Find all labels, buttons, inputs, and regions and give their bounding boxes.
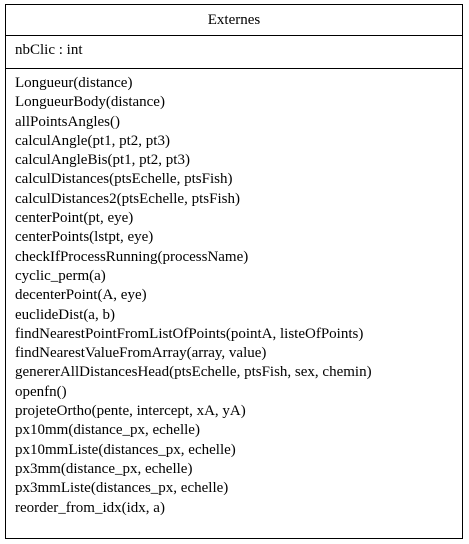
- method: cyclic_perm(a): [15, 267, 106, 284]
- method: decenterPoint(A, eye): [15, 287, 147, 304]
- method: findNearestValueFromArray(array, value): [15, 345, 267, 362]
- method: Longueur(distance): [15, 75, 133, 91]
- method: calculDistances2(ptsEchelle, ptsFish): [15, 190, 240, 207]
- method: findNearestPointFromListOfPoints(pointA,…: [15, 325, 364, 342]
- method: calculAngleBis(pt1, pt2, pt3): [15, 152, 190, 169]
- method: openfn(): [15, 383, 67, 400]
- method: checkIfProcessRunning(processName): [15, 248, 249, 265]
- attribute: nbClic : int: [15, 42, 83, 58]
- method: calculDistances(ptsEchelle, ptsFish): [15, 171, 233, 188]
- method: euclideDist(a, b): [15, 306, 115, 323]
- method: px10mm(distance_px, echelle): [15, 422, 200, 439]
- method: allPointsAngles(): [15, 113, 120, 130]
- method: projeteOrtho(pente, intercept, xA, yA): [15, 403, 246, 420]
- attributes-compartment: nbClic : int: [6, 36, 462, 69]
- method: px10mmListe(distances_px, echelle): [15, 441, 236, 458]
- method: genererAllDistancesHead(ptsEchelle, ptsF…: [15, 364, 372, 381]
- method: calculAngle(pt1, pt2, pt3): [15, 132, 170, 149]
- method: centerPoint(pt, eye): [15, 210, 134, 227]
- method: reorder_from_idx(idx, a): [15, 499, 165, 516]
- methods-compartment: Longueur(distance) LongueurBody(distance…: [6, 69, 462, 518]
- method: px3mmListe(distances_px, echelle): [15, 480, 229, 497]
- method: LongueurBody(distance): [15, 94, 165, 111]
- method: centerPoints(lstpt, eye): [15, 229, 154, 246]
- method: px3mm(distance_px, echelle): [15, 460, 193, 477]
- uml-class-box: Externes nbClic : int Longueur(distance)…: [5, 4, 463, 539]
- class-name: Externes: [6, 5, 462, 36]
